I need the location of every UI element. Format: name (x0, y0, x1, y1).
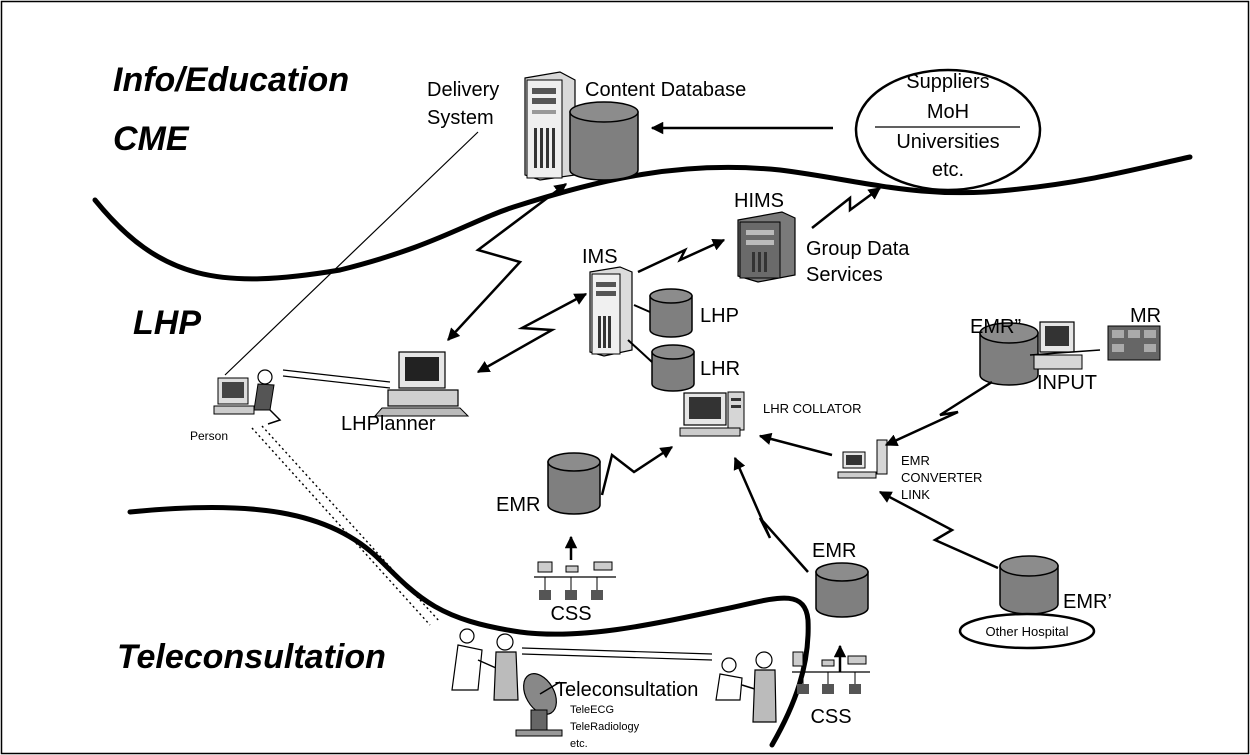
emr-prime-cylinder (999, 555, 1059, 615)
css-right-label: CSS (810, 706, 851, 728)
lhr-collator-label: LHR COLLATOR (763, 401, 862, 416)
emr-right-label: EMR (812, 540, 856, 562)
upper-zone-boundary (92, 154, 1193, 282)
teleconsultation-center-label: Teleconsultation (555, 679, 698, 701)
tele-ecg-label: TeleECG (570, 704, 614, 716)
emr-dblprime-to-converter-arrow (884, 380, 993, 447)
zone-title-teleconsultation: Teleconsultation (117, 638, 386, 676)
emr-prime-to-converter-arrow (878, 490, 999, 570)
person-label: Person (190, 429, 228, 443)
group-data-label: Group Data (806, 238, 910, 260)
ims-lhr-connector (627, 339, 653, 363)
emr-left-to-collator-arrow (600, 445, 674, 496)
input-workstation-icon (1029, 321, 1101, 370)
lhplanner-to-ims-arrow (476, 292, 588, 374)
zone-title-cme: CME (113, 120, 190, 158)
lhp-database-cylinder (649, 288, 693, 338)
mr-records-icon (1107, 325, 1161, 361)
input-label: INPUT (1037, 372, 1097, 394)
lhr-db-label: LHR (700, 358, 740, 380)
emr-dblprime-label: EMR” (970, 316, 1021, 338)
person-to-delivery-line (224, 131, 479, 376)
tele-radiology-label: TeleRadiology (570, 721, 640, 733)
converter-to-collator-arrow (758, 432, 833, 457)
emr-converter-label: EMR (901, 453, 930, 468)
emr-left-label: EMR (496, 494, 540, 516)
content-database-label: Content Database (585, 79, 746, 101)
ims-server-icon (589, 266, 633, 357)
universities-label: Universities (896, 131, 999, 153)
group-data-to-suppliers-arrow (811, 186, 882, 229)
mr-label: MR (1130, 305, 1161, 327)
group-data-label-2: Services (806, 264, 883, 286)
css-left-label: CSS (550, 603, 591, 625)
emr-converter-label-3: LINK (901, 487, 930, 502)
zone-title-lhp: LHP (133, 304, 201, 342)
zone-title-info-education: Info/Education (113, 61, 349, 99)
hims-server-icon (737, 211, 796, 283)
lhp-db-label: LHP (700, 305, 739, 327)
other-hospital-label: Other Hospital (985, 624, 1068, 639)
suppliers-label: Suppliers (906, 71, 989, 93)
lhplanner-label: LHPlanner (341, 413, 436, 435)
hims-label: HIMS (734, 190, 784, 212)
emr-left-cylinder (547, 452, 601, 515)
person-tele-dotted-b (261, 425, 441, 623)
person-planner-link-b (282, 375, 391, 389)
suppliers-ellipse (854, 68, 1042, 192)
ims-label: IMS (582, 246, 618, 268)
moh-label: MoH (927, 101, 969, 123)
emr-prime-label: EMR’ (1063, 591, 1112, 613)
emr-dblprime-cylinder (979, 322, 1039, 386)
other-hospital-ellipse (958, 612, 1096, 650)
lhr-collator-computer-icon (679, 391, 745, 437)
tele-link-line-a (521, 647, 713, 655)
person-planner-link-a (282, 369, 391, 383)
ims-to-hims-arrow (637, 238, 726, 274)
emr-converter-label-2: CONVERTER (901, 470, 982, 485)
lower-zone-boundary (127, 504, 811, 748)
etc-label: etc. (932, 159, 964, 181)
content-database-cylinder (569, 101, 639, 181)
lhplanner-computer-icon (373, 351, 470, 417)
doctor-patient-left-icon (451, 628, 519, 701)
person-at-computer-icon (213, 369, 282, 425)
emr-converter-computer-icon (837, 439, 888, 479)
lhr-database-cylinder (651, 344, 695, 392)
delivery-system-label: Delivery (427, 79, 499, 101)
person-tele-dotted-a (251, 427, 431, 626)
css-left-network-icon (534, 561, 616, 600)
content-server-icon (524, 71, 576, 181)
tele-link-line-b (521, 653, 713, 661)
satellite-dish-icon (515, 673, 563, 737)
delivery-system-label-2: System (427, 107, 494, 129)
ims-lhp-connector (633, 304, 651, 313)
tele-etc-label: etc. (570, 738, 588, 750)
css-right-network-icon (792, 651, 870, 694)
doctor-patient-right-icon (715, 651, 777, 723)
emr-right-cylinder (815, 562, 869, 618)
emr-right-to-collator-arrow (733, 456, 809, 573)
